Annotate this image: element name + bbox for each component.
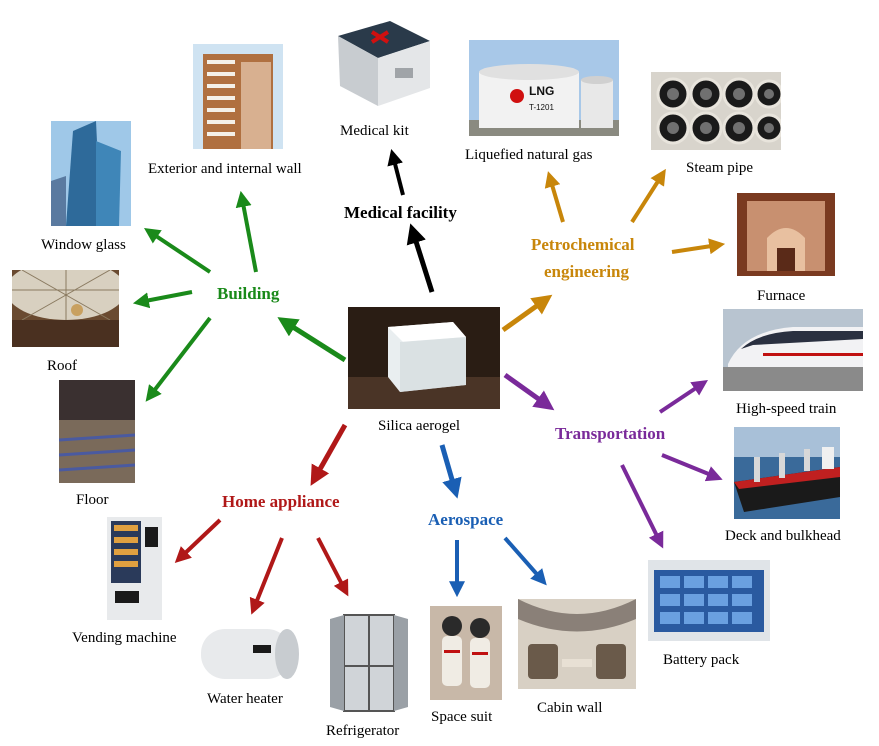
category-home: Home appliance [222, 492, 340, 511]
arrow-petro-steam [630, 168, 666, 224]
roof-photo [12, 270, 119, 347]
water-heater-label: Water heater [207, 691, 283, 707]
furnace-photo [737, 193, 835, 276]
lng-tank-brand: LNG [529, 84, 554, 98]
arrow-transport-train [658, 380, 708, 414]
arrow-center-transport [503, 372, 555, 411]
center-label: Silica aerogel [378, 418, 461, 434]
arrow-building-wall [235, 190, 258, 273]
arrow-center-home [310, 423, 348, 486]
cabin-wall-label: Cabin wall [537, 700, 603, 716]
lng-tank-id: T-1201 [529, 103, 554, 112]
arrow-home-heater [249, 537, 284, 615]
arrow-center-petro [501, 294, 553, 333]
arrow-aero-cabin [503, 536, 547, 586]
arrow-building-floor [145, 316, 212, 402]
roof-label: Roof [47, 358, 77, 374]
train-photo [723, 309, 863, 391]
window-glass-photo [51, 121, 131, 226]
medical-kit-photo [330, 16, 438, 110]
window-glass-label: Window glass [41, 237, 126, 253]
floor-photo [59, 380, 135, 483]
furnace-label: Furnace [757, 288, 806, 304]
category-petro-line2: engineering [544, 262, 629, 281]
floor-label: Floor [76, 492, 109, 508]
arrow-building-roof [132, 290, 193, 309]
lng-tank-photo: LNG T-1201 [469, 40, 619, 136]
arrow-home-fridge [316, 537, 349, 597]
arrow-transport-battery [620, 464, 664, 549]
arrow-petro-furnace [671, 238, 726, 255]
steam-pipe-label: Steam pipe [686, 160, 754, 176]
vending-photo [107, 517, 162, 620]
refrigerator-photo [330, 611, 408, 713]
arrow-building-window [144, 228, 212, 274]
arrow-center-building [277, 317, 347, 363]
steam-pipe-photo [651, 72, 781, 150]
space-suit-photo [430, 606, 502, 700]
space-suit-label: Space suit [431, 709, 493, 725]
train-label: High-speed train [736, 401, 837, 417]
arrow-petro-lng [544, 171, 565, 223]
arrow-center-medical [406, 223, 435, 293]
refrigerator-label: Refrigerator [326, 723, 400, 739]
deck-photo [734, 427, 840, 519]
cabin-wall-photo [518, 599, 636, 689]
arrow-medical-kit [387, 149, 405, 196]
water-heater-photo [199, 623, 301, 685]
category-transport: Transportation [555, 424, 666, 443]
arrow-transport-deck [661, 453, 723, 482]
category-building: Building [217, 284, 280, 303]
category-medical: Medical facility [344, 203, 457, 222]
battery-photo [648, 560, 770, 641]
category-petro-line1: Petrochemical [531, 235, 635, 254]
deck-label: Deck and bulkhead [725, 528, 841, 544]
exterior-wall-photo [193, 44, 283, 149]
arrow-center-aerospace [439, 444, 462, 499]
battery-label: Battery pack [663, 652, 740, 668]
silica-aerogel-photo [348, 307, 500, 409]
lng-label: Liquefied natural gas [465, 147, 593, 163]
vending-label: Vending machine [72, 630, 177, 646]
arrow-home-vending [174, 518, 222, 563]
exterior-wall-label: Exterior and internal wall [148, 161, 302, 177]
category-aerospace: Aerospace [428, 510, 504, 529]
medical-kit-label: Medical kit [340, 123, 409, 139]
